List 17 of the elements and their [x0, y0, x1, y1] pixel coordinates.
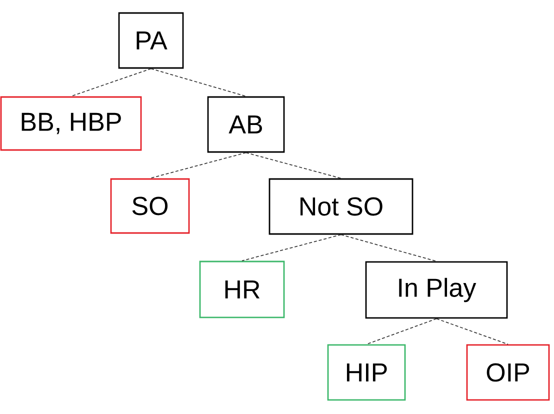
- connector-line: [366, 318, 437, 345]
- connector-line: [150, 68, 246, 97]
- connector-line: [340, 234, 437, 262]
- category-box: PA: [118, 12, 184, 69]
- category-box: BB, HBP: [0, 96, 142, 151]
- category-box: OIP: [466, 344, 550, 401]
- category-box: AB: [207, 96, 285, 153]
- category-box: In Play: [365, 261, 508, 319]
- connector-line: [150, 152, 246, 179]
- category-box: SO: [110, 178, 190, 234]
- category-box: HR: [199, 260, 285, 318]
- connector-line: [70, 68, 152, 97]
- connector-line: [242, 234, 342, 262]
- category-box: HIP: [327, 344, 406, 401]
- connector-line: [246, 152, 342, 179]
- connector-line: [436, 318, 508, 345]
- category-box: Not SO: [268, 178, 414, 235]
